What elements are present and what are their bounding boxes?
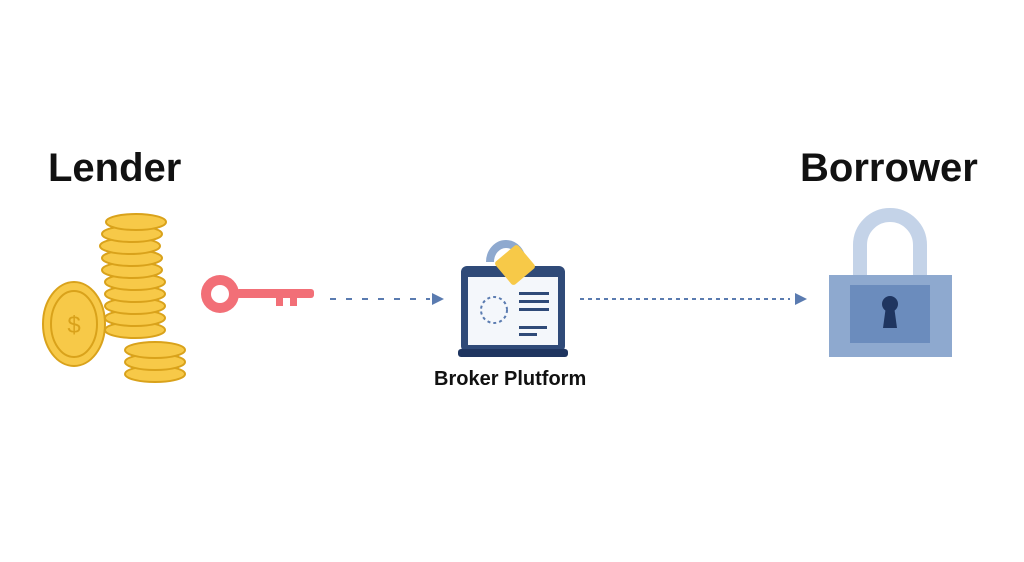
arrow-lender-to-broker [330,293,444,305]
key-icon [201,275,314,313]
borrower-label: Borrower [800,146,978,190]
laptop-icon [458,266,568,357]
svg-text:$: $ [67,312,80,339]
arrow-broker-to-borrower [580,293,807,305]
padlock-icon [829,208,952,357]
padlock-icon [486,240,535,285]
lender-label: Lender [48,146,182,190]
broker-platform-label: Broker Plutform [434,368,587,390]
coin-stack-icon: $ [42,213,186,383]
